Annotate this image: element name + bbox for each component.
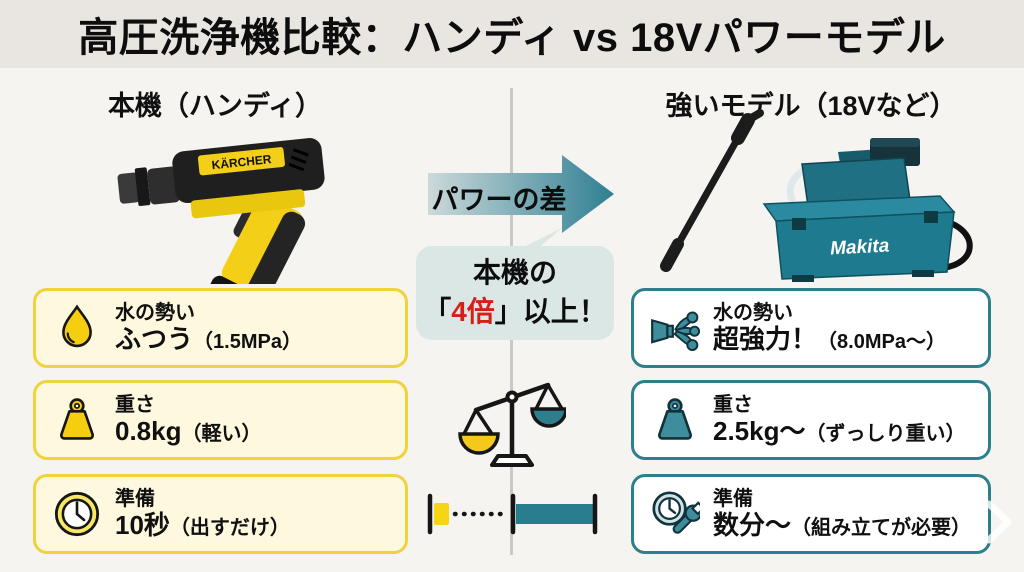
weight-icon xyxy=(60,398,94,440)
card-value: 0.8kg xyxy=(115,415,182,446)
card-label: 準備 xyxy=(115,488,155,511)
handheld-washer-image: KÄRCHER xyxy=(117,138,325,284)
card-label: 重さ xyxy=(115,394,155,417)
right-card-water-power: 水の勢い 超強力！ （8.0MPa〜） xyxy=(631,288,991,368)
card-label: 水の勢い xyxy=(115,302,195,325)
right-card-setup: 準備 数分〜 （組み立てが必要） xyxy=(631,474,991,554)
card-note: （ずっしり重い） xyxy=(805,422,966,445)
size-compare-icon xyxy=(427,493,598,535)
card-value: 2.5kg〜 xyxy=(713,415,806,446)
card-note: （8.0MPa〜） xyxy=(817,330,946,353)
page-title: 高圧洗浄機比較：ハンディ vs 18Vパワーモデル xyxy=(78,16,946,60)
weight-icon xyxy=(658,398,692,440)
bubble-line2: 「4倍」以上！ xyxy=(423,296,607,327)
right-arrow-icon xyxy=(428,155,614,233)
right-card-weight: 重さ 2.5kg〜 （ずっしり重い） xyxy=(631,380,991,460)
balance-scale-icon xyxy=(458,382,566,467)
card-label: 水の勢い xyxy=(713,302,793,325)
arrow-label: パワーの差 xyxy=(431,185,567,215)
left-card-water-power: 水の勢い ふつう （1.5MPa） xyxy=(33,288,408,368)
chevron-right-icon[interactable] xyxy=(984,500,1014,544)
spray-icon xyxy=(651,311,700,352)
title-bar: 高圧洗浄機比較：ハンディ vs 18Vパワーモデル xyxy=(0,0,1024,68)
brand-label-makita: Makita xyxy=(830,235,891,259)
ratio-highlight: 4倍 xyxy=(451,296,495,327)
card-note: （1.5MPa） xyxy=(193,330,302,353)
power-difference-arrow: パワーの差 xyxy=(428,151,616,237)
clock-icon xyxy=(54,491,100,537)
card-note: （組み立てが必要） xyxy=(791,516,972,539)
card-value: 数分〜 xyxy=(713,509,792,540)
card-value: 10秒 xyxy=(115,509,170,540)
card-label: 準備 xyxy=(713,488,753,511)
water-drop-icon xyxy=(62,304,92,348)
left-card-setup: 準備 10秒 （出すだけ） xyxy=(33,474,408,554)
power-ratio-bubble: 本機の 「4倍」以上！ xyxy=(416,246,614,340)
card-value: ふつう xyxy=(115,323,194,354)
left-card-weight: 重さ 0.8kg （軽い） xyxy=(33,380,408,460)
card-value: 超強力！ xyxy=(713,323,818,354)
right-column-header: 強いモデル（18Vなど） xyxy=(665,91,957,121)
left-column-header: 本機（ハンディ） xyxy=(107,91,323,121)
card-note: （出すだけ） xyxy=(169,516,290,539)
bubble-line1: 本機の xyxy=(472,257,557,288)
clock-wrench-icon xyxy=(652,491,700,534)
card-note: （軽い） xyxy=(181,422,262,445)
bubble-tail xyxy=(520,228,562,249)
brand-label-karcher: KÄRCHER xyxy=(211,151,273,172)
power-washer-image: Makita xyxy=(660,109,973,282)
card-label: 重さ xyxy=(713,394,753,417)
